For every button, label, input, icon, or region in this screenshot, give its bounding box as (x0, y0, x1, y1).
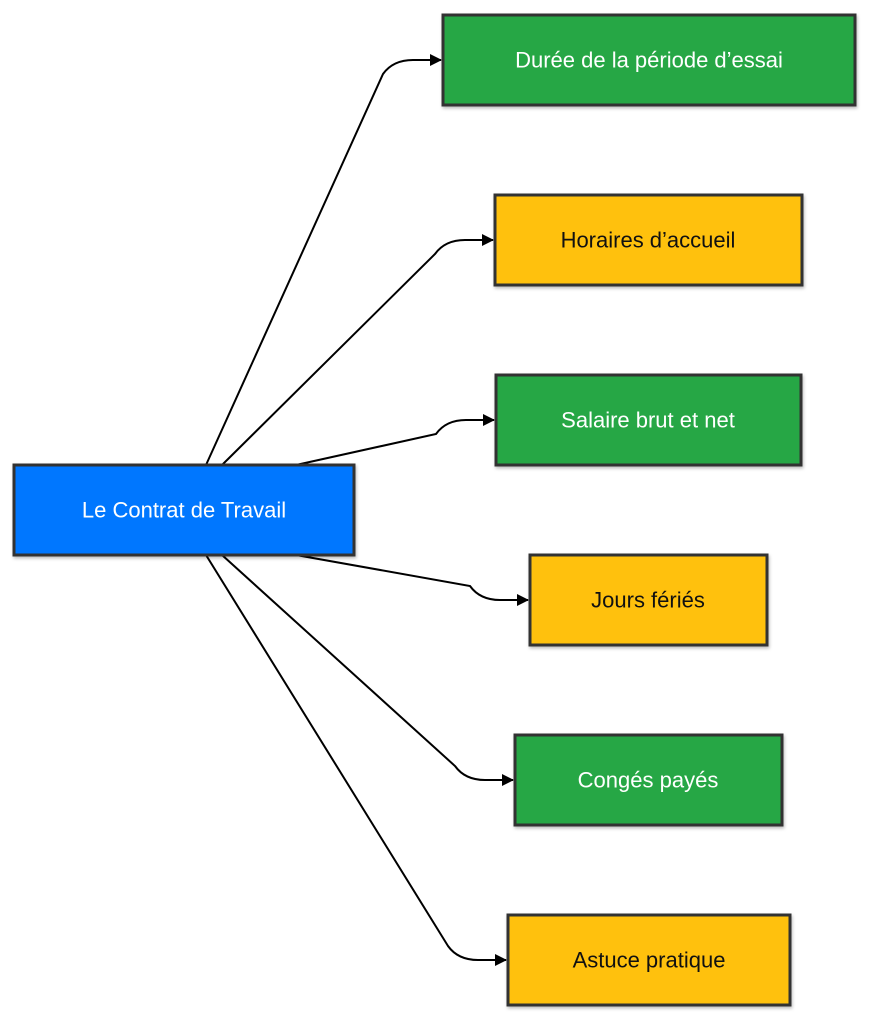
edge-root-to-c3 (295, 414, 495, 466)
child-node-5-label: Congés payés (578, 768, 719, 793)
root-node[interactable]: Le Contrat de Travail (12, 463, 356, 557)
edge-root-to-c4 (295, 554, 529, 606)
child-node-2[interactable]: Horaires d’accueil (493, 193, 804, 287)
child-node-6[interactable]: Astuce pratique (506, 913, 792, 1007)
child-node-2-label: Horaires d’accueil (561, 228, 736, 253)
child-node-1-box (441, 13, 857, 107)
child-node-3[interactable]: Salaire brut et net (494, 373, 803, 467)
child-node-6-label: Astuce pratique (573, 948, 726, 973)
child-node-4-box (528, 553, 769, 647)
child-node-4[interactable]: Jours fériés (528, 553, 769, 647)
edge-root-to-c5 (221, 554, 514, 786)
child-node-4-label: Jours fériés (591, 588, 705, 613)
root-node-label: Le Contrat de Travail (82, 498, 286, 523)
edge-root-to-c2 (221, 234, 494, 466)
child-node-5[interactable]: Congés payés (513, 733, 784, 827)
edge-root-to-c1 (205, 54, 442, 466)
child-node-6-box (506, 913, 792, 1007)
child-node-1-label: Durée de la période d’essai (515, 48, 783, 73)
child-node-5-box (513, 733, 784, 827)
child-node-3-label: Salaire brut et net (561, 408, 735, 433)
child-node-1[interactable]: Durée de la période d’essai (441, 13, 857, 107)
child-node-3-box (494, 373, 803, 467)
edge-root-to-c6 (205, 554, 507, 966)
root-node-box (12, 463, 356, 557)
child-node-2-box (493, 193, 804, 287)
